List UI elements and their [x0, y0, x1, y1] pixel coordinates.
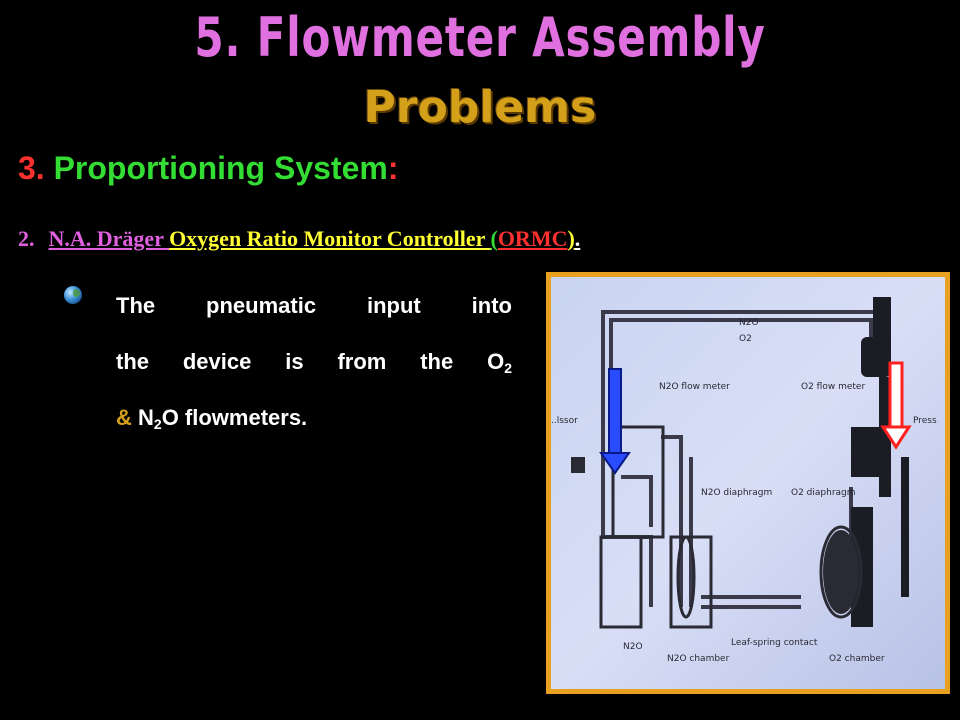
- n2o-flowmeter-label: N2O flow meter: [659, 382, 730, 392]
- item-dot: .: [574, 226, 581, 251]
- red-down-arrow-icon: [880, 361, 912, 450]
- ampersand: &: [116, 405, 132, 430]
- section-number: 3.: [18, 150, 45, 186]
- n2o-bottom-label: N2O: [623, 642, 643, 652]
- slide-title: 5. Flowmeter Assembly: [194, 6, 766, 69]
- paragraph-line-3: & N2O flowmeters.: [116, 405, 308, 432]
- paragraph-line-3-a: N: [131, 405, 154, 430]
- n2o-chamber-label: N2O chamber: [667, 654, 730, 664]
- o2-diaphragm-shape: [823, 530, 859, 614]
- o2-subscript: 2: [504, 360, 512, 376]
- globe-bullet-icon: [64, 286, 82, 304]
- section-heading: 3. Proportioning System:: [18, 150, 398, 187]
- legend-n2o-label: N2O: [739, 318, 759, 328]
- slide-subtitle: Problems: [363, 82, 597, 133]
- blue-down-arrow-icon: [599, 368, 631, 475]
- list-item-ormc: 2. N.A. Dräger Oxygen Ratio Monitor Contr…: [18, 226, 580, 252]
- n2o-assembly: [599, 425, 863, 629]
- ormc-diagram: N2O O2 N2O flow meter O2 flow meter N2O …: [551, 277, 945, 689]
- item-paren-open: (: [490, 226, 498, 251]
- n2o-diaphragm-label: N2O diaphragm: [701, 488, 772, 498]
- right-edge-label: Press: [913, 416, 937, 426]
- section-label: Proportioning System: [53, 150, 388, 186]
- item-part-b: Oxygen Ratio Monitor Controller: [169, 226, 491, 251]
- paragraph-line-2-text: the device is from the O: [116, 349, 505, 374]
- item-number: 2.: [18, 226, 35, 251]
- n2o-subscript: 2: [153, 416, 162, 432]
- item-abbrev: ORMC: [497, 226, 568, 251]
- bullet-paragraph: The pneumatic input into the device is f…: [116, 278, 512, 446]
- legend-o2-label: O2: [739, 334, 752, 344]
- ormc-diagram-photo: N2O O2 N2O flow meter O2 flow meter N2O …: [546, 272, 950, 694]
- o2-diaphragm-label: O2 diaphragm: [791, 488, 856, 498]
- paragraph-line-1: The pneumatic input into: [116, 293, 512, 318]
- item-paren-close: ): [567, 226, 575, 251]
- section-colon: :: [387, 150, 399, 186]
- o2-chamber-label: O2 chamber: [829, 654, 885, 664]
- o2-flowmeter-label: O2 flow meter: [801, 382, 865, 392]
- paragraph-line-2: the device is from the O2: [116, 334, 512, 390]
- inlet-fitting: [571, 457, 585, 473]
- leaf-spring-label: Leaf-spring contact: [731, 638, 818, 648]
- paragraph-line-3-b: O flowmeters.: [161, 405, 308, 430]
- left-edge-label: ..lssor: [551, 416, 578, 426]
- item-part-a: N.A. Dräger: [48, 226, 170, 251]
